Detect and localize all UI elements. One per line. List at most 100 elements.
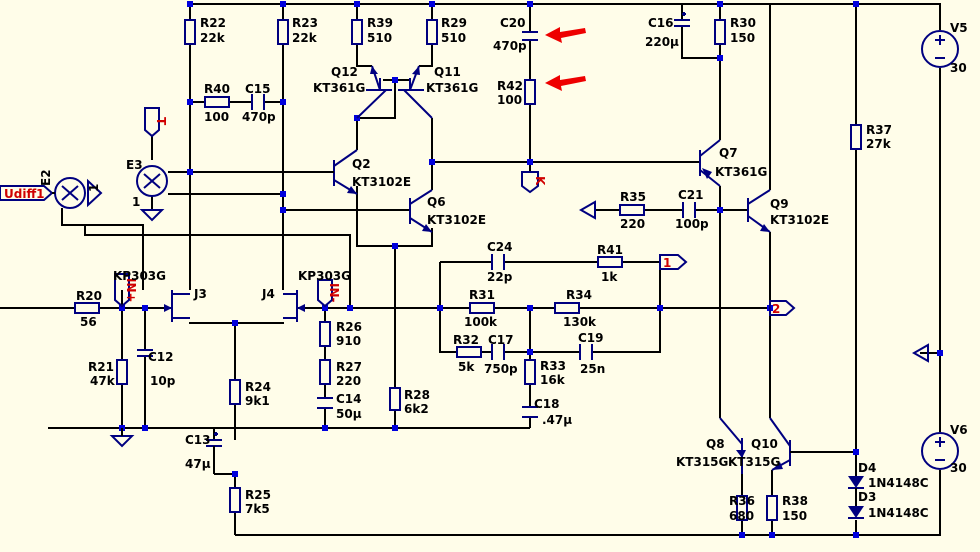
- resistor-r42: [524, 79, 536, 105]
- resistor-r40: [204, 96, 230, 108]
- port-t[interactable]: T: [144, 107, 168, 138]
- r34-ref: R34: [566, 288, 592, 302]
- c18-value: .47µ: [542, 413, 572, 427]
- q2-ref: Q2: [352, 157, 371, 171]
- c15-value: 470p: [242, 110, 276, 124]
- r40-ref: R40: [204, 82, 230, 96]
- svg-text:Udiff1: Udiff1: [4, 187, 45, 201]
- capacitor-c12: [137, 349, 153, 357]
- j4-type: KP303G: [298, 269, 351, 283]
- d4-ref: D4: [858, 461, 876, 475]
- transistor-q10: [769, 417, 800, 471]
- svg-text:2: 2: [772, 302, 780, 316]
- svg-text:T: T: [154, 117, 168, 126]
- transistor-q12: [356, 65, 392, 119]
- d4-type: 1N4148C: [868, 476, 929, 490]
- q11-ref: Q11: [434, 65, 461, 79]
- port-1[interactable]: 1: [659, 254, 688, 270]
- source-e2: [54, 177, 103, 209]
- transistor-q2: [330, 149, 358, 195]
- r24-ref: R24: [245, 380, 271, 394]
- red-arrow-icon: [545, 75, 586, 91]
- port-in-minus[interactable]: IN-: [317, 279, 341, 308]
- svg-text:IN-: IN-: [327, 283, 341, 303]
- port-k[interactable]: K: [521, 171, 547, 194]
- capacitor-c17: [491, 344, 505, 360]
- c24-value: 22p: [487, 270, 513, 284]
- r27-ref: R27: [336, 360, 362, 374]
- labels: R22 22k R23 22k R39 510 R29 510 R40 100 …: [39, 16, 968, 523]
- voltage-sources: [921, 30, 959, 470]
- resistor-r27: [319, 359, 331, 385]
- resistor-r22: [184, 19, 196, 45]
- r38-value: 150: [782, 509, 807, 523]
- capacitor-c14: [317, 397, 333, 409]
- q9-type: KT3102E: [770, 213, 829, 227]
- r21-ref: R21: [88, 360, 114, 374]
- svg-text:K: K: [533, 176, 547, 186]
- r36-value: 680: [729, 509, 754, 523]
- source-v5: [921, 30, 959, 68]
- d3-ref: D3: [858, 490, 876, 504]
- r31-value: 100k: [464, 315, 498, 329]
- capacitor-c24: [491, 254, 505, 270]
- transistor-q8: [719, 417, 746, 474]
- r20-ref: R20: [76, 289, 102, 303]
- c19-ref: C19: [578, 331, 604, 345]
- c21-ref: C21: [678, 188, 704, 202]
- resistor-r28: [389, 387, 401, 411]
- capacitor-c18: [522, 406, 538, 418]
- c18-ref: C18: [534, 397, 560, 411]
- port-2[interactable]: 2: [769, 300, 796, 316]
- svg-text:1: 1: [663, 256, 671, 270]
- r34-value: 130k: [563, 315, 597, 329]
- v6-ref: V6: [950, 423, 968, 437]
- resistor-r36: [736, 495, 748, 521]
- r32-value: 5k: [458, 360, 475, 374]
- resistor-r20: [74, 302, 100, 314]
- c20-ref: C20: [500, 16, 526, 30]
- ports: Udiff1 IN+ IN- T K 1 2: [0, 107, 796, 316]
- r39-ref: R39: [367, 16, 393, 30]
- q10-ref: Q10: [751, 437, 778, 451]
- resistor-r38: [766, 495, 778, 521]
- r25-ref: R25: [245, 488, 271, 502]
- ground-icon: [911, 343, 929, 363]
- r42-value: 100: [497, 93, 522, 107]
- resistor-r35: [619, 204, 645, 216]
- red-arrow-icon: [545, 27, 586, 43]
- resistor-r23: [277, 19, 289, 45]
- r37-value: 27k: [866, 137, 892, 151]
- resistor-r26: [319, 321, 331, 347]
- capacitor-c13: [206, 432, 222, 474]
- r42-ref: R42: [497, 79, 523, 93]
- q11-type: KT361G: [426, 81, 478, 95]
- capacitor-c20: [522, 31, 538, 41]
- r22-ref: R22: [200, 16, 226, 30]
- q6-ref: Q6: [427, 195, 446, 209]
- transistor-q6: [409, 189, 433, 233]
- r39-value: 510: [367, 31, 392, 45]
- resistor-r33: [524, 359, 536, 385]
- c20-value: 470p: [493, 39, 527, 53]
- r33-ref: R33: [540, 359, 566, 373]
- r37-ref: R37: [866, 123, 892, 137]
- r41-ref: R41: [597, 243, 623, 257]
- q8-ref: Q8: [706, 437, 725, 451]
- diode-d4: [848, 476, 864, 489]
- resistor-r21: [116, 359, 128, 385]
- r24-value: 9k1: [245, 394, 270, 408]
- capacitor-c16: [674, 12, 690, 27]
- capacitors: [137, 12, 696, 474]
- r40-value: 100: [204, 110, 229, 124]
- port-in-plus[interactable]: IN+: [114, 273, 138, 308]
- q12-type: KT361G: [313, 81, 365, 95]
- r32-ref: R32: [453, 333, 479, 347]
- junctions: [119, 1, 943, 538]
- r27-value: 220: [336, 374, 361, 388]
- q10-type: KT315G: [728, 455, 780, 469]
- port-udiff[interactable]: Udiff1: [0, 185, 54, 201]
- controlled-sources: [54, 165, 168, 209]
- v5-value: 30: [950, 61, 967, 75]
